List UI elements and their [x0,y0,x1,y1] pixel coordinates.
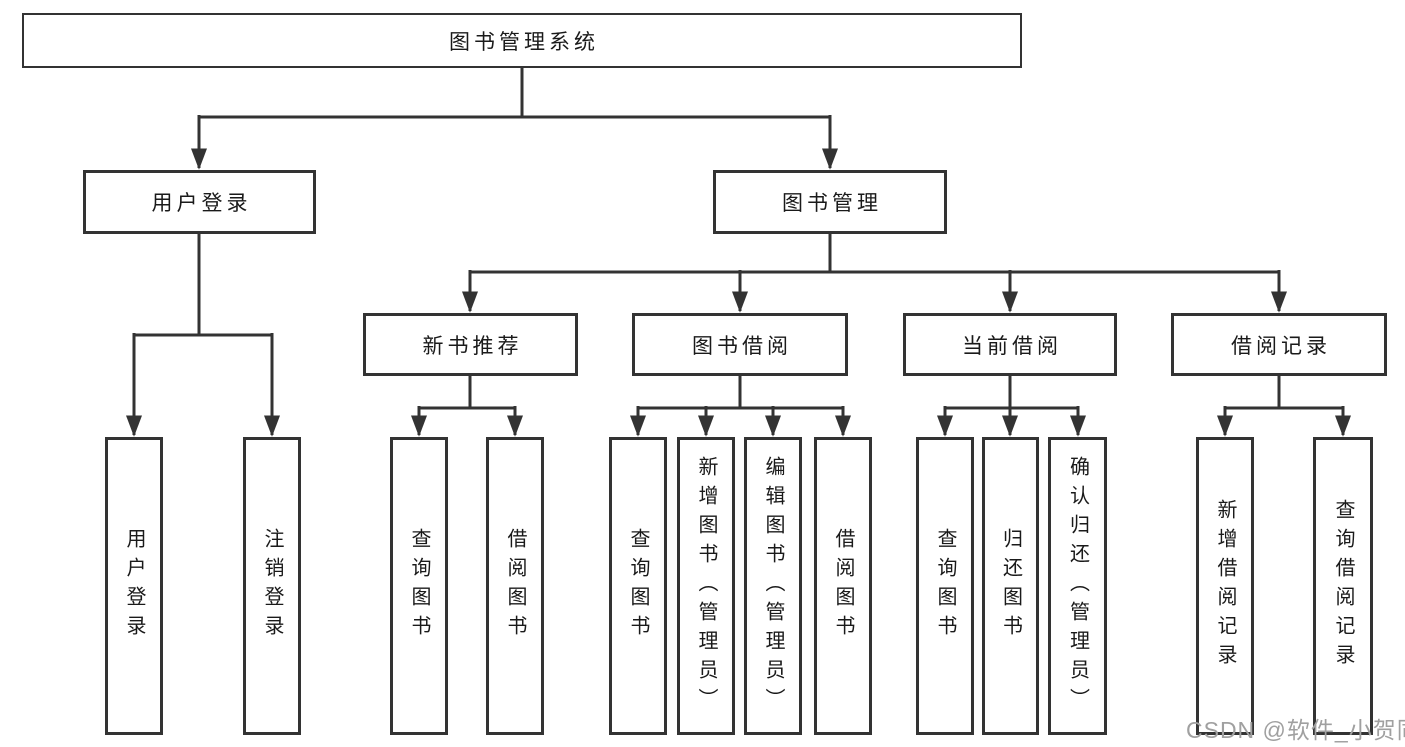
leaf-bor-edit-books-label: 编辑图书（管理员） [762,455,784,717]
leaf-recs-add-record: 新增借阅记录 [1196,437,1254,735]
node-borrowing-records: 借阅记录 [1171,313,1387,376]
node-book-management: 图书管理 [713,170,947,234]
leaf-rec-query-books: 查询图书 [390,437,448,735]
leaf-bor-query-books-label: 查询图书 [627,528,649,644]
leaf-cur-confirm-return-label: 确认归还（管理员） [1066,455,1089,717]
leaf-bor-add-books-label: 新增图书（管理员） [695,455,717,717]
leaf-rec-query-books-label: 查询图书 [408,528,430,644]
leaf-cur-query-books: 查询图书 [916,437,974,735]
leaf-recs-add-record-label: 新增借阅记录 [1214,499,1236,673]
leaf-cur-return-books-label: 归还图书 [999,528,1022,644]
leaf-user-login: 用户登录 [105,437,163,735]
node-root-system: 图书管理系统 [22,13,1022,68]
leaf-rec-borrow-books-label: 借阅图书 [504,528,526,644]
leaf-bor-edit-books: 编辑图书（管理员） [744,437,802,735]
leaf-bor-query-books: 查询图书 [609,437,667,735]
node-user-login: 用户登录 [83,170,316,234]
leaf-bor-add-books: 新增图书（管理员） [677,437,735,735]
node-current-borrowing: 当前借阅 [903,313,1117,376]
leaf-rec-borrow-books: 借阅图书 [486,437,544,735]
node-new-book-recommendation: 新书推荐 [363,313,578,376]
leaf-logout-label: 注销登录 [261,528,283,644]
leaf-bor-borrow-books-label: 借阅图书 [832,528,854,644]
leaf-user-login-label: 用户登录 [123,528,145,644]
node-book-borrowing: 图书借阅 [632,313,848,376]
leaf-cur-query-books-label: 查询图书 [934,528,956,644]
leaf-recs-query-record-label: 查询借阅记录 [1332,499,1354,673]
leaf-cur-confirm-return: 确认归还（管理员） [1048,437,1107,735]
csdn-watermark: CSDN @软件_小贺同学 [1186,717,1405,743]
leaf-cur-return-books: 归还图书 [982,437,1039,735]
leaf-bor-borrow-books: 借阅图书 [814,437,872,735]
leaf-logout: 注销登录 [243,437,301,735]
leaf-recs-query-record: 查询借阅记录 [1313,437,1373,735]
